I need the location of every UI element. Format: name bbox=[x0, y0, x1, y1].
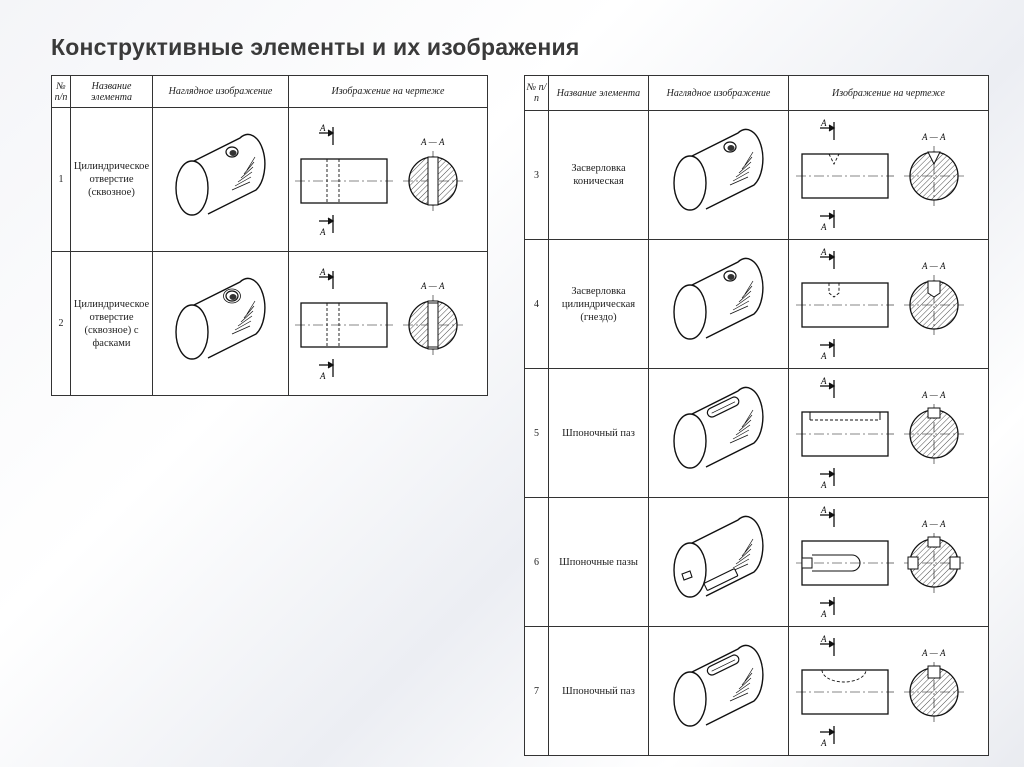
visual-cell bbox=[648, 626, 789, 756]
visual-cell bbox=[648, 110, 789, 240]
cylinder-illustration bbox=[672, 386, 764, 469]
header-visual: Наглядное изображение bbox=[648, 75, 789, 111]
cut-label-top: А bbox=[820, 634, 827, 644]
cut-label-top: А bbox=[820, 247, 827, 257]
header-num: № п/п bbox=[524, 75, 549, 111]
technical-drawing: А А А — А bbox=[295, 267, 463, 381]
cut-label-bottom: А bbox=[820, 351, 827, 361]
element-name: Шпоночный паз bbox=[548, 368, 649, 498]
cut-label-top: А bbox=[319, 123, 326, 133]
technical-drawing: А А А — А bbox=[795, 505, 964, 619]
section-label: А — А bbox=[921, 648, 946, 658]
header-drawing: Изображение на чертеже bbox=[788, 75, 989, 111]
elements-table-right: № п/п Название элемента Наглядное изобра… bbox=[524, 75, 989, 756]
visual-cell bbox=[648, 497, 789, 627]
drawing-cell: А А А — А bbox=[288, 107, 488, 252]
cylinder-illustration bbox=[672, 515, 764, 598]
element-name: Засверловка коническая bbox=[548, 110, 649, 240]
drawing-cell: А А А — А bbox=[788, 239, 989, 369]
technical-drawing: А А А — А bbox=[795, 376, 964, 490]
header-visual: Наглядное изображение bbox=[152, 75, 289, 108]
drawing-cell: А А А — А bbox=[788, 497, 989, 627]
drawing-cell: А А А — А bbox=[788, 626, 989, 756]
technical-drawing: А А А — А bbox=[795, 634, 964, 748]
elements-table-left: № п/п Название элемента Наглядное изобра… bbox=[51, 75, 488, 396]
section-label: А — А bbox=[921, 519, 946, 529]
row-number: 2 bbox=[51, 251, 71, 396]
cylinder-illustration bbox=[672, 257, 764, 340]
row-number: 1 bbox=[51, 107, 71, 252]
element-name: Цилиндрическое отверстие (сквозное) с фа… bbox=[70, 251, 153, 396]
cut-label-bottom: А bbox=[319, 227, 326, 237]
row-number: 4 bbox=[524, 239, 549, 369]
technical-drawing: А А А — А bbox=[295, 123, 463, 237]
row-number: 5 bbox=[524, 368, 549, 498]
visual-cell bbox=[152, 107, 289, 252]
cut-label-bottom: А bbox=[319, 371, 326, 381]
visual-cell bbox=[648, 239, 789, 369]
section-label: А — А bbox=[921, 390, 946, 400]
cut-label-bottom: А bbox=[820, 738, 827, 748]
element-name: Шпоночный паз bbox=[548, 626, 649, 756]
technical-drawing: А А А — А bbox=[795, 247, 964, 361]
cylinder-illustration bbox=[174, 277, 266, 360]
cut-label-bottom: А bbox=[820, 609, 827, 619]
section-label: А — А bbox=[420, 281, 445, 291]
cut-label-top: А bbox=[820, 118, 827, 128]
section-label: А — А bbox=[921, 132, 946, 142]
drawing-cell: А А А — А bbox=[288, 251, 488, 396]
header-drawing: Изображение на чертеже bbox=[288, 75, 488, 108]
slide-title: Конструктивные элементы и их изображения bbox=[51, 34, 580, 60]
row-number: 6 bbox=[524, 497, 549, 627]
drawing-cell: А А А — А bbox=[788, 368, 989, 498]
cut-label-bottom: А bbox=[820, 222, 827, 232]
visual-cell bbox=[152, 251, 289, 396]
cut-label-top: А bbox=[820, 505, 827, 515]
header-name: Название элемента bbox=[70, 75, 153, 108]
element-name: Шпоночные пазы bbox=[548, 497, 649, 627]
cylinder-illustration bbox=[174, 133, 266, 216]
cut-label-top: А bbox=[820, 376, 827, 386]
cylinder-illustration bbox=[672, 128, 764, 211]
element-name: Цилиндрическое отверстие (сквозное) bbox=[70, 107, 153, 252]
cylinder-illustration bbox=[672, 644, 764, 727]
row-number: 3 bbox=[524, 110, 549, 240]
drawing-cell: А А А — А bbox=[788, 110, 989, 240]
section-label: А — А bbox=[921, 261, 946, 271]
section-label: А — А bbox=[420, 137, 445, 147]
header-name: Название элемента bbox=[548, 75, 649, 111]
row-number: 7 bbox=[524, 626, 549, 756]
technical-drawing: А А А — А bbox=[795, 118, 964, 232]
element-name: Засверловка цилиндрическая (гнездо) bbox=[548, 239, 649, 369]
cut-label-bottom: А bbox=[820, 480, 827, 490]
cut-label-top: А bbox=[319, 267, 326, 277]
header-num: № п/п bbox=[51, 75, 71, 108]
visual-cell bbox=[648, 368, 789, 498]
